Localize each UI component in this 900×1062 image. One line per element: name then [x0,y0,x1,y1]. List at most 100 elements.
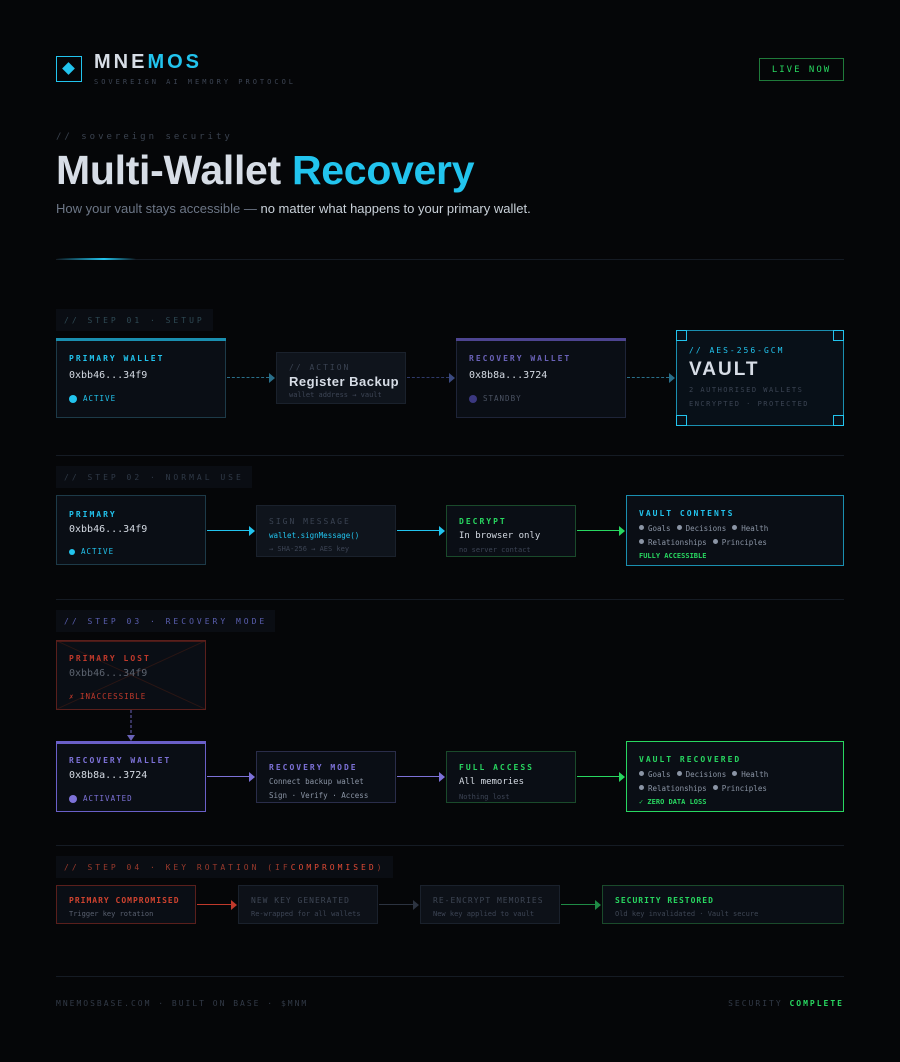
arrow-icon [577,526,625,536]
live-now-badge[interactable]: LIVE NOW [759,58,844,81]
card-title: PRIMARY LOST [69,654,151,663]
card-title: NEW KEY GENERATED [251,896,350,905]
arrow-icon [577,772,625,782]
logo-mark [56,56,82,82]
step1-primary-wallet-card[interactable]: PRIMARY WALLET 0xbb46...34f9 ACTIVE [56,338,226,418]
subtitle-part-b: no matter what happens to your primary w… [260,201,531,216]
full-access-card[interactable]: FULL ACCESS All memories Nothing lost [446,751,576,803]
new-key-generated-card[interactable]: NEW KEY GENERATED Re-wrapped for all wal… [238,885,378,924]
cross-out-icon [57,641,205,709]
register-backup-action[interactable]: // ACTION Register Backup wallet address… [276,352,406,404]
card-subtitle: Trigger key rotation [69,910,154,918]
footer-status-label: SECURITY [728,999,790,1008]
arrow-icon [397,772,445,782]
arrow-icon [561,900,601,910]
wallet-address: 0xbb46...34f9 [69,524,148,535]
card-title: PRIMARY WALLET [69,354,165,363]
sign-message-card[interactable]: SIGN MESSAGE wallet.signMessage() → SHA-… [256,505,396,557]
wallet-address: 0x8b8a...3724 [469,370,548,381]
action-subtitle: wallet address → vault [289,391,382,399]
brand-part-b: MOS [147,51,203,73]
card-line2: Sign · Verify · Access [269,791,369,800]
step3-recovery-wallet-card[interactable]: RECOVERY WALLET 0x8b8a...3724 ACTIVATED [56,741,206,812]
corner-bracket-icon [833,330,844,341]
diamond-icon [62,62,75,75]
list-item: Principles [712,784,767,793]
status-dot-icon [469,394,477,403]
tagline: SOVEREIGN AI MEMORY PROTOCOL [94,78,297,86]
status-text: FULLY ACCESSIBLE [639,552,707,560]
arrow-icon [379,900,419,910]
card-title: RECOVERY MODE [269,763,358,772]
corner-bracket-icon [833,415,844,426]
status-dot-icon [69,394,77,403]
step1-recovery-wallet-card[interactable]: RECOVERY WALLET 0x8b8a...3724 STANDBY [456,338,626,418]
footer-status: SECURITY COMPLETE [728,999,844,1008]
arrow-icon [397,526,445,536]
arrow-icon [207,772,255,782]
vault-card[interactable]: // AES-256-GCM VAULT 2 AUTHORISED WALLET… [676,330,844,426]
card-line1: Connect backup wallet [269,777,364,786]
vault-items-row1: Goals Decisions Health [639,770,774,779]
decrypt-card[interactable]: DECRYPT In browser only no server contac… [446,505,576,557]
divider-glow [56,258,136,260]
card-title: PRIMARY COMPROMISED [69,896,180,905]
arrow-icon [627,373,675,383]
list-item: Health [732,770,768,779]
primary-lost-card[interactable]: PRIMARY LOST 0xbb46...34f9 ✗ INACCESSIBL… [56,640,206,710]
status-badge: ACTIVE [69,394,116,403]
card-subtitle: Old key invalidated · Vault secure [615,910,759,918]
title-part-a: Multi-Wallet [56,147,292,193]
action-eyebrow: // ACTION [289,363,351,372]
card-subtitle: Nothing lost [459,793,510,801]
status-badge: ✗ INACCESSIBLE [69,692,147,701]
status-text: STANDBY [483,394,522,403]
code-snippet: wallet.signMessage() [269,531,360,540]
re-encrypt-memories-card[interactable]: RE-ENCRYPT MEMORIES New key applied to v… [420,885,560,924]
card-accent-bar [57,641,205,642]
list-item: Relationships [639,538,707,547]
card-accent-bar [456,338,626,341]
subtitle-part-a: How your vault stays accessible — [56,201,261,216]
wallet-address: 0x8b8a...3724 [69,770,148,781]
section-divider [56,455,844,456]
vault-title: VAULT [689,359,760,380]
step3-label: // STEP 03 · RECOVERY MODE [56,610,276,632]
arrow-icon [197,900,237,910]
dashed-down-arrow-icon [127,710,135,741]
vault-eyebrow: // AES-256-GCM [689,346,785,355]
section-divider [56,845,844,846]
list-item: Goals [639,770,671,779]
primary-compromised-card[interactable]: PRIMARY COMPROMISED Trigger key rotation [56,885,196,924]
arrow-icon [207,526,255,536]
list-item: Goals [639,524,671,533]
list-item: Decisions [676,524,726,533]
card-title: PRIMARY [69,510,117,519]
page-subtitle: How your vault stays accessible — no mat… [56,201,531,216]
card-title: RECOVERY WALLET [69,756,172,765]
vault-line1: 2 AUTHORISED WALLETS [689,386,804,394]
arrow-icon [227,373,275,383]
card-subtitle: no server contact [459,546,531,554]
hero-eyebrow: // sovereign security [56,132,233,142]
wallet-address: 0xbb46...34f9 [69,668,148,679]
wallet-address: 0xbb46...34f9 [69,370,148,381]
brand-name: MNEMOS [94,51,202,74]
card-accent-bar [56,741,206,744]
card-title: VAULT RECOVERED [639,755,742,764]
footer-status-value: COMPLETE [789,999,844,1008]
card-title: SECURITY RESTORED [615,896,714,905]
label-part-b: COMPROMISED [290,862,377,872]
status-dot-icon [69,794,77,803]
list-item: Decisions [676,770,726,779]
brand-part-a: MNE [94,51,148,73]
security-restored-card[interactable]: SECURITY RESTORED Old key invalidated · … [602,885,844,924]
footer-links[interactable]: MNEMOSBASE.COM · BUILT ON BASE · $MNM [56,999,309,1008]
step2-primary-card[interactable]: PRIMARY 0xbb46...34f9 ACTIVE [56,495,206,565]
list-item: Principles [712,538,767,547]
card-title: DECRYPT [459,517,507,526]
recovery-mode-card[interactable]: RECOVERY MODE Connect backup wallet Sign… [256,751,396,803]
